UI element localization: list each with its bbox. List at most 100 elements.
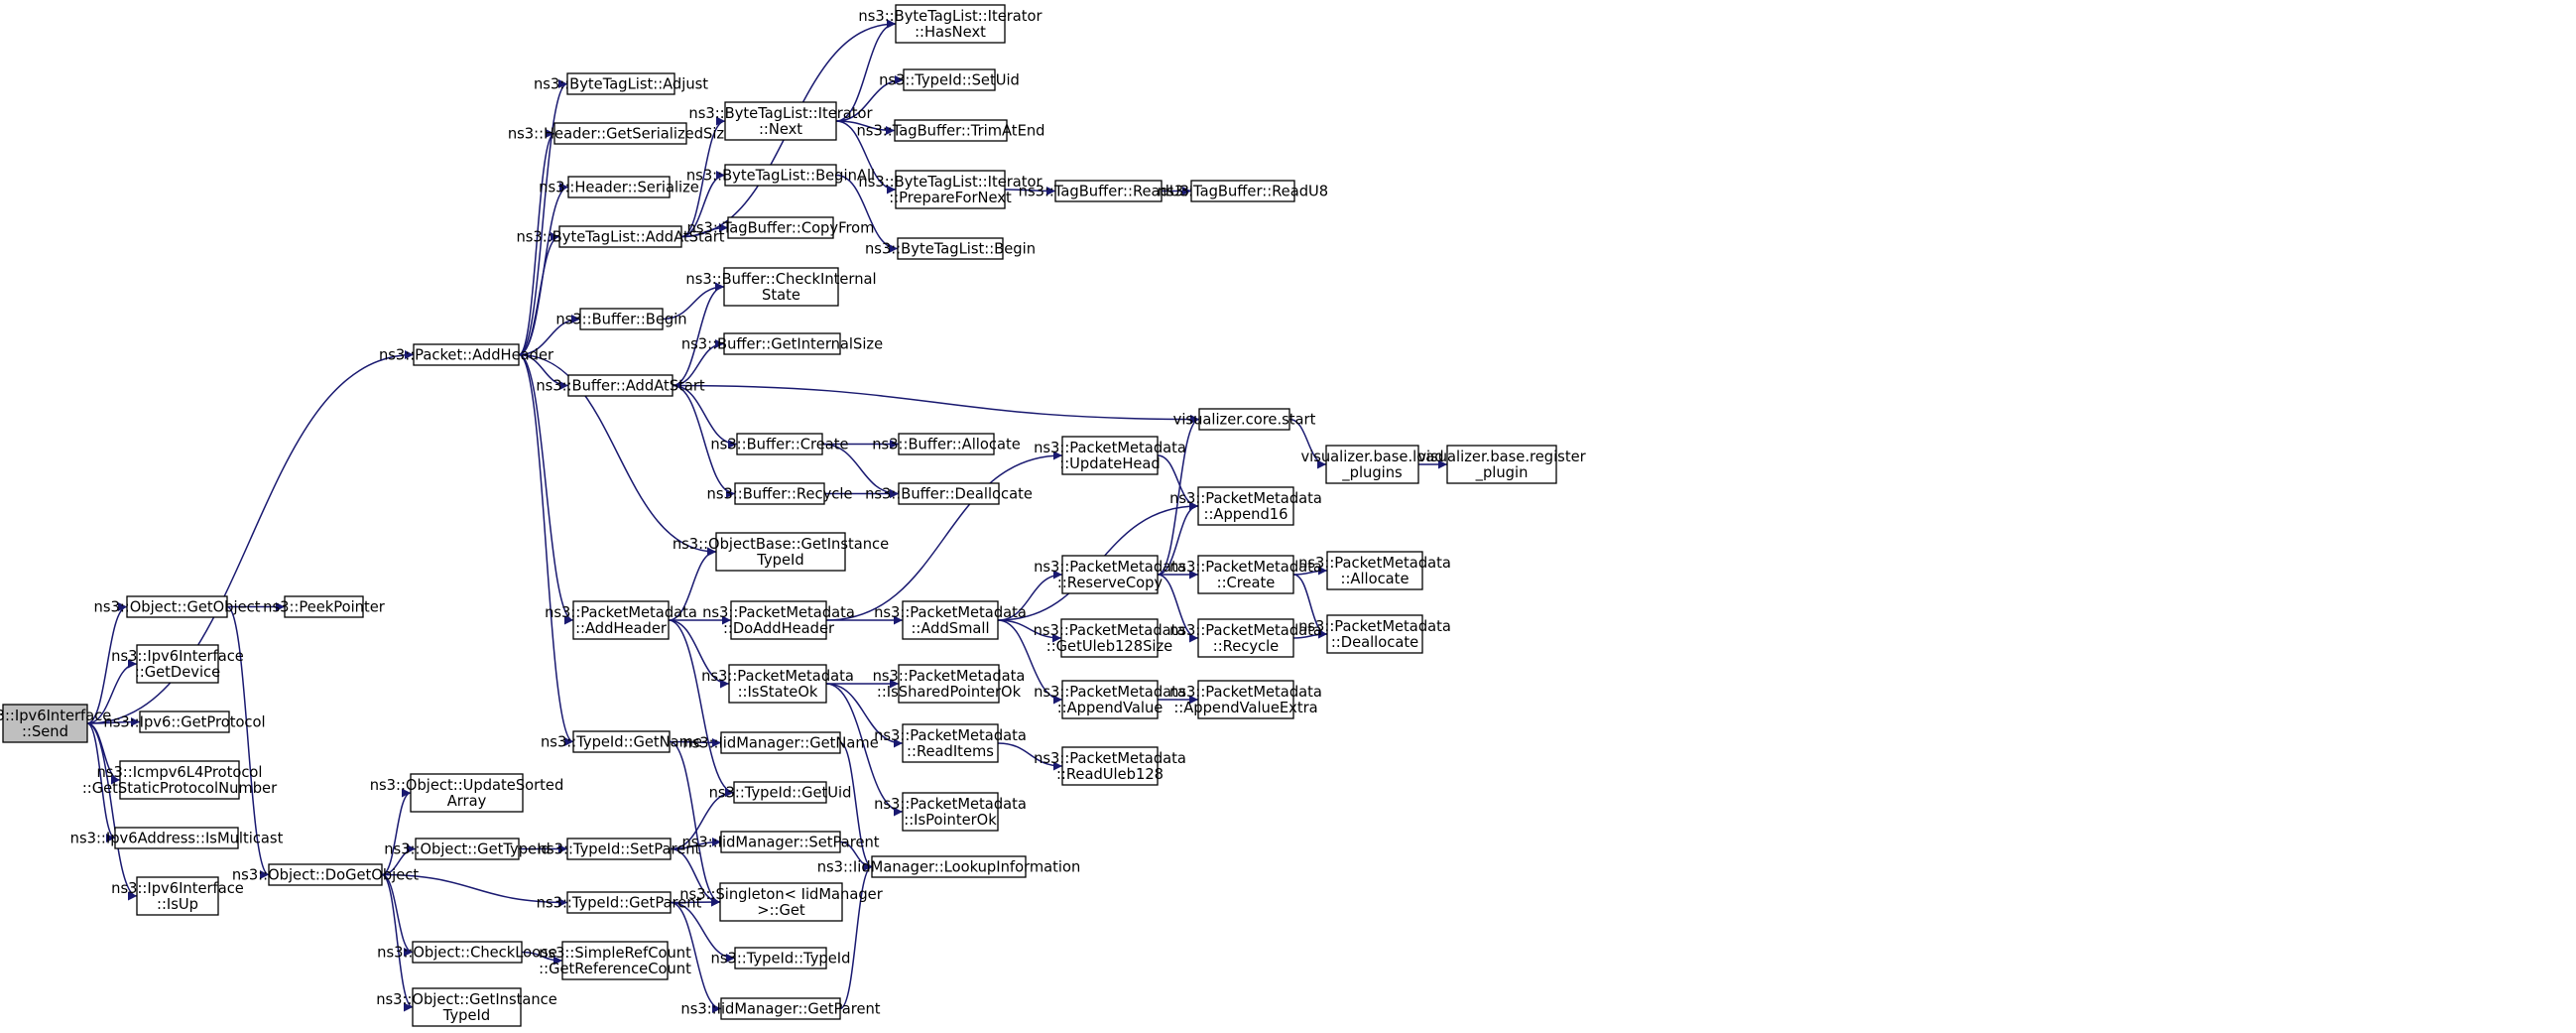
node-pm_append16[interactable]: ns3::PacketMetadata::Append16 xyxy=(1169,486,1322,526)
node-typeid_get_uid[interactable]: ns3::TypeId::GetUid xyxy=(709,781,852,804)
node-pm_do_add_header[interactable]: ns3::PacketMetadata::DoAddHeader xyxy=(702,600,855,640)
node-pm_add_small[interactable]: ns3::PacketMetadata::AddSmall xyxy=(874,600,1027,640)
node-box xyxy=(566,891,672,914)
node-iid_get_parent[interactable]: ns3::IidManager::GetParent xyxy=(680,997,881,1020)
node-label: ns3::ByteTagList::Begin xyxy=(865,241,1036,258)
node-buf_add_at_start[interactable]: ns3::Buffer::AddAtStart xyxy=(536,374,705,397)
node-is_multicast[interactable]: ns3::Ipv6Address::IsMulticast xyxy=(70,827,284,849)
edge-pm_read_items-to-pm_read_uleb128 xyxy=(997,742,1063,771)
node-btl_iter_prepare[interactable]: ns3::ByteTagList::Iterator::PrepareForNe… xyxy=(858,170,1043,209)
node-vis_core_start[interactable]: visualizer.core.start xyxy=(1173,408,1316,431)
node-pm_update_head[interactable]: ns3::PacketMetadata::UpdateHead xyxy=(1034,436,1186,475)
node-tagbuf_read_u8[interactable]: ns3::TagBuffer::ReadU8 xyxy=(1158,180,1328,202)
node-label: ns3::Object::CheckLoose xyxy=(377,945,557,962)
node-box xyxy=(728,664,827,704)
node-typeid_get_name[interactable]: ns3::TypeId::GetName xyxy=(541,730,702,753)
node-pm_get_uleb128_size[interactable]: ns3::PacketMetadata::GetUleb128Size xyxy=(1034,618,1186,658)
node-btl_begin_all[interactable]: ns3::ByteTagList::BeginAll xyxy=(686,164,875,187)
node-add_header[interactable]: ns3::Packet::AddHeader xyxy=(379,343,554,366)
node-typeid_typeid[interactable]: ns3::TypeId::TypeId xyxy=(711,947,851,969)
node-obj_check_loose[interactable]: ns3::Object::CheckLoose xyxy=(377,941,557,964)
node-pm_create[interactable]: ns3::PacketMetadata::Create xyxy=(1169,555,1322,594)
node-box xyxy=(1326,614,1423,654)
node-pm_allocate[interactable]: ns3::PacketMetadata::Allocate xyxy=(1298,551,1451,590)
node-box xyxy=(567,374,674,397)
edge-add_header-to-typeid_get_name xyxy=(518,353,574,746)
node-label: ::GetStaticProtocolNumber xyxy=(82,780,278,797)
edge-add_header-to-pm_add_header xyxy=(518,353,574,625)
node-tagbuf_trim_at_end[interactable]: ns3::TagBuffer::TrimAtEnd xyxy=(857,119,1045,142)
node-peek_pointer[interactable]: ns3::PeekPointer xyxy=(263,595,386,618)
edge-pm_add_small-to-pm_get_uleb128_size xyxy=(997,619,1062,643)
node-label: ns3::Buffer::Recycle xyxy=(707,486,853,503)
node-box xyxy=(1197,680,1294,719)
node-pm_read_items[interactable]: ns3::PacketMetadata::ReadItems xyxy=(874,723,1027,763)
node-hdr_get_ser_size[interactable]: ns3::Header::GetSerializedSize xyxy=(508,122,733,145)
node-buf_create[interactable]: ns3::Buffer::Create xyxy=(710,433,849,455)
node-buf_get_internal_size[interactable]: ns3::Buffer::GetInternalSize xyxy=(681,332,883,355)
node-pm_deallocate[interactable]: ns3::PacketMetadata::Deallocate xyxy=(1298,614,1451,654)
node-label: ::Deallocate xyxy=(1331,634,1418,651)
node-tagbuf_read_u32[interactable]: ns3::TagBuffer::ReadU32 xyxy=(1019,180,1199,202)
node-label: ns3::Buffer::AddAtStart xyxy=(536,378,705,395)
node-btl_iter_next[interactable]: ns3::ByteTagList::Iterator::Next xyxy=(688,101,874,141)
node-pm_is_pointer_ok[interactable]: ns3::PacketMetadata::IsPointerOk xyxy=(874,792,1027,832)
node-typeid_set_uid[interactable]: ns3::TypeId::SetUid xyxy=(879,68,1020,91)
node-do_get_object[interactable]: ns3::Object::DoGetObject xyxy=(232,863,419,886)
node-label: ns3::PacketMetadata xyxy=(1298,618,1451,635)
node-btl_iter_has_next[interactable]: ns3::ByteTagList::Iterator::HasNext xyxy=(858,4,1043,44)
node-vis_base_register[interactable]: visualizer.base.register_plugin xyxy=(1417,445,1587,484)
node-hdr_serialize[interactable]: ns3::Header::Serialize xyxy=(539,176,699,198)
node-buf_deallocate[interactable]: ns3::Buffer::Deallocate xyxy=(865,482,1033,505)
node-box xyxy=(566,838,672,860)
node-btl_add_at_start[interactable]: ns3::ByteTagList::AddAtStart xyxy=(516,225,725,248)
node-btl_adjust[interactable]: ns3::ByteTagList::Adjust xyxy=(534,72,708,95)
node-pm_is_state_ok[interactable]: ns3::PacketMetadata::IsStateOk xyxy=(701,664,854,704)
node-pm_recycle[interactable]: ns3::PacketMetadata::Recycle xyxy=(1169,618,1322,658)
node-label: visualizer.base.register xyxy=(1417,449,1586,465)
node-tagbuf_copy_from[interactable]: ns3::TagBuffer::CopyFrom xyxy=(687,216,875,239)
node-pm_add_header[interactable]: ns3::PacketMetadata::AddHeader xyxy=(545,600,697,640)
edge-iid_get_parent-to-iid_lookup_info xyxy=(839,862,873,1010)
node-iid_get_name[interactable]: ns3::IidManager::GetName xyxy=(682,731,879,754)
node-btl_begin[interactable]: ns3::ByteTagList::Begin xyxy=(865,237,1036,260)
node-label: ns3::ByteTagList::Iterator xyxy=(858,8,1043,25)
node-get_protocol[interactable]: ns3::Ipv6::GetProtocol xyxy=(103,710,266,733)
node-iid_set_parent[interactable]: ns3::IidManager::SetParent xyxy=(681,831,880,853)
node-label: ns3::PacketMetadata xyxy=(1298,555,1451,572)
node-get_object[interactable]: ns3::Object::GetObject xyxy=(94,595,261,618)
node-obj_get_typeid[interactable]: ns3::Object::GetTypeId xyxy=(384,838,551,860)
edge-do_get_object-to-typeid_get_parent xyxy=(381,873,568,907)
edge-pm_add_header-to-typeid_get_uid xyxy=(668,619,735,797)
node-buf_recycle[interactable]: ns3::Buffer::Recycle xyxy=(707,482,853,505)
node-buf_begin[interactable]: ns3::Buffer::Begin xyxy=(555,308,687,330)
node-typeid_set_parent[interactable]: ns3::TypeId::SetParent xyxy=(538,838,701,860)
node-box xyxy=(1326,551,1423,590)
node-singleton_get[interactable]: ns3::Singleton< IidManager >::Get xyxy=(679,882,884,922)
edge-btl_begin_all-to-btl_begin xyxy=(835,174,899,253)
node-buf_allocate[interactable]: ns3::Buffer::Allocate xyxy=(872,433,1021,455)
node-pm_read_uleb128[interactable]: ns3::PacketMetadata::ReadUleb128 xyxy=(1034,746,1186,786)
node-iid_lookup_info[interactable]: ns3::IidManager::LookupInformation xyxy=(817,855,1081,878)
edge-add_header-to-btl_add_at_start xyxy=(518,232,560,356)
node-pm_is_shared_ptr_ok[interactable]: ns3::PacketMetadata::IsSharedPointerOk xyxy=(873,664,1026,704)
node-box xyxy=(413,343,520,366)
node-get_device[interactable]: ns3::Ipv6Interface::GetDevice xyxy=(111,644,244,684)
node-pm_reserve_copy[interactable]: ns3::PacketMetadata::ReserveCopy xyxy=(1034,555,1186,594)
node-vis_base_load[interactable]: visualizer.base.load_plugins xyxy=(1300,445,1444,484)
node-pm_append_value[interactable]: ns3::PacketMetadata::AppendValue xyxy=(1034,680,1186,719)
node-label: ns3::SimpleRefCount xyxy=(539,945,691,962)
node-is_up[interactable]: ns3::Ipv6Interface::IsUp xyxy=(111,876,244,916)
node-typeid_get_parent[interactable]: ns3::TypeId::GetParent xyxy=(537,891,702,914)
node-simple_ref_count[interactable]: ns3::SimpleRefCount::GetReferenceCount xyxy=(539,941,691,980)
node-label: ::ReadUleb128 xyxy=(1056,766,1164,783)
node-label: _plugins xyxy=(1341,464,1402,481)
node-pm_append_value_extra[interactable]: ns3::PacketMetadata::AppendValueExtra xyxy=(1169,680,1322,719)
node-icmp_get_static[interactable]: ns3::Icmpv6L4Protocol::GetStaticProtocol… xyxy=(82,760,278,800)
node-send[interactable]: ns3::Ipv6Interface::Send xyxy=(0,704,111,743)
node-box xyxy=(895,4,1006,44)
